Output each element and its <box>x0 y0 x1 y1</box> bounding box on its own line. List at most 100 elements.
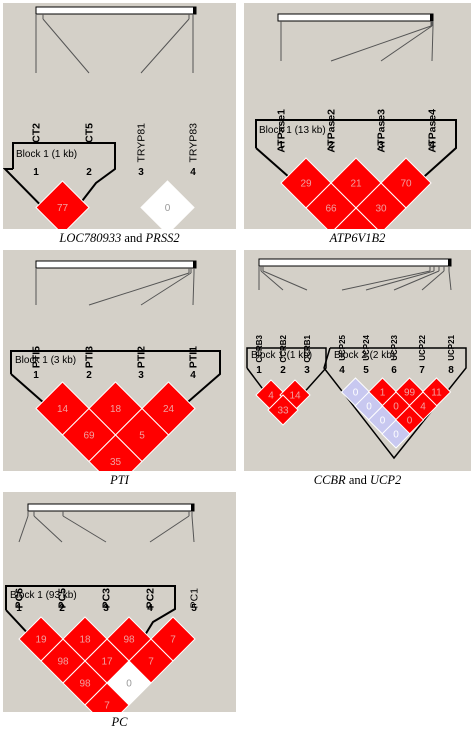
ld-cell-value: 18 <box>110 404 122 415</box>
chromosome-bar-end <box>191 504 194 511</box>
snp-number: 3 <box>378 140 384 151</box>
chromosome-bar <box>258 258 452 267</box>
snp-connector <box>393 270 440 291</box>
caption-ccbr-gene-a: CCBR <box>313 473 346 487</box>
snp-number: 1 <box>33 370 39 381</box>
ld-b2-cell <box>140 180 195 229</box>
ld-block1-cell-value: 33 <box>277 406 289 417</box>
ld-cell-value: 19 <box>35 635 47 646</box>
ld-cell-value: 98 <box>123 635 135 646</box>
snp-number: 5 <box>363 365 369 376</box>
snp-number: 4 <box>190 167 196 178</box>
block1-title: Block 1 (13 kb) <box>259 125 326 136</box>
ld-cell-value: 5 <box>139 431 145 442</box>
caption-prss2: LOC780933 and PRSS2 <box>3 231 236 246</box>
ld-block2-cell-value: 4 <box>420 402 426 413</box>
snp-connector <box>365 270 435 291</box>
snp-number: 3 <box>138 167 144 178</box>
ld-cell-value: 0 <box>126 679 132 690</box>
caption-prss2-and: and <box>121 231 146 245</box>
caption-ccbr-gene-b: UCP2 <box>370 473 402 487</box>
snp-label: CT5 <box>84 123 96 143</box>
snp-connector <box>88 272 190 306</box>
chromosome-bar-end <box>193 261 196 268</box>
snp-number: 6 <box>391 365 397 376</box>
ld-cell-value: 7 <box>104 701 110 712</box>
snp-connector <box>262 270 308 291</box>
ld-cell-value: 7 <box>148 657 154 668</box>
chromosome-bar-end <box>430 14 433 21</box>
snp-number: 2 <box>328 140 334 151</box>
snp-label: CT2 <box>31 123 43 143</box>
block1-outline <box>3 142 116 229</box>
ld-cell <box>88 434 143 471</box>
caption-atp-gene: ATP6V1B2 <box>329 231 386 245</box>
snp-connector <box>149 515 190 543</box>
snp-number: 3 <box>103 603 109 614</box>
caption-pti-gene: PTI <box>110 473 129 487</box>
ld-cell-value: 24 <box>163 404 175 415</box>
chromosome-bar-end <box>193 7 196 14</box>
ld-block1-cell <box>267 394 299 426</box>
ld-block2-cell-value: 0 <box>393 402 399 413</box>
snp-connector <box>191 515 195 543</box>
snp-connector <box>448 270 452 291</box>
ld-cell-value: 30 <box>375 204 387 215</box>
ld-cell-value: 35 <box>110 457 122 468</box>
snp-label: TRYP81 <box>136 123 148 163</box>
ld-cell-value: 70 <box>400 179 412 190</box>
snp-number: 1 <box>256 365 262 376</box>
caption-pc-gene: PC <box>111 715 128 729</box>
snp-connector <box>140 272 192 306</box>
ld-block2-cell-value: 0 <box>393 430 399 441</box>
chromosome-bar <box>35 260 197 269</box>
snp-connector <box>421 270 445 291</box>
snp-number: 3 <box>138 370 144 381</box>
ld-cell-value: 21 <box>350 179 362 190</box>
snp-connector <box>341 270 431 291</box>
snp-connector <box>18 515 29 543</box>
ld-block2-cell-value: 1 <box>380 388 386 399</box>
ld-b1-cell-value: 77 <box>57 203 69 214</box>
ld-block1-cell-value: 4 <box>268 391 274 402</box>
snp-connector <box>380 25 433 62</box>
ld-cell-value: 7 <box>170 635 176 646</box>
chromosome-bar <box>35 6 197 15</box>
ld-block2-cell-value: 0 <box>407 416 413 427</box>
caption-prss2-gene-b: PRSS2 <box>145 231 180 245</box>
snp-connector <box>260 270 284 291</box>
ld-cell-value: 98 <box>79 679 91 690</box>
snp-number: 3 <box>304 365 310 376</box>
snp-number: 4 <box>339 365 345 376</box>
snp-number: 1 <box>33 167 39 178</box>
ld-b1-cell <box>35 180 90 229</box>
snp-number: 2 <box>280 365 286 376</box>
snp-number: 2 <box>86 167 92 178</box>
snp-number: 4 <box>190 370 196 381</box>
ld-cell <box>84 682 130 712</box>
block1-title: Block 1 (1 kb) <box>251 350 312 361</box>
ld-cell <box>334 207 378 229</box>
block1-title: Block 1 (3 kb) <box>15 355 76 366</box>
chromosome-bar <box>277 13 434 22</box>
snp-label: PTI1 <box>188 346 200 368</box>
snp-number: 8 <box>448 365 454 376</box>
ld-block2-cell-value: 11 <box>431 388 442 399</box>
snp-label: PC3 <box>101 588 113 609</box>
snp-number: 1 <box>16 603 22 614</box>
ld-block2-cell-value: 99 <box>404 388 416 399</box>
ld-b2-cell-value: 0 <box>165 203 171 214</box>
chromosome-bar-end <box>448 259 451 266</box>
caption-ccbr-and: and <box>345 473 370 487</box>
caption-pc: PC <box>3 715 236 730</box>
snp-number: 4 <box>429 140 435 151</box>
snp-connector <box>33 515 63 543</box>
snp-connector <box>192 272 195 306</box>
ld-block1-cell-value: 14 <box>289 391 301 402</box>
ld-cell-value: 14 <box>57 404 69 415</box>
ld-cell-value: 98 <box>57 657 69 668</box>
snp-label: PC6 <box>14 588 26 609</box>
